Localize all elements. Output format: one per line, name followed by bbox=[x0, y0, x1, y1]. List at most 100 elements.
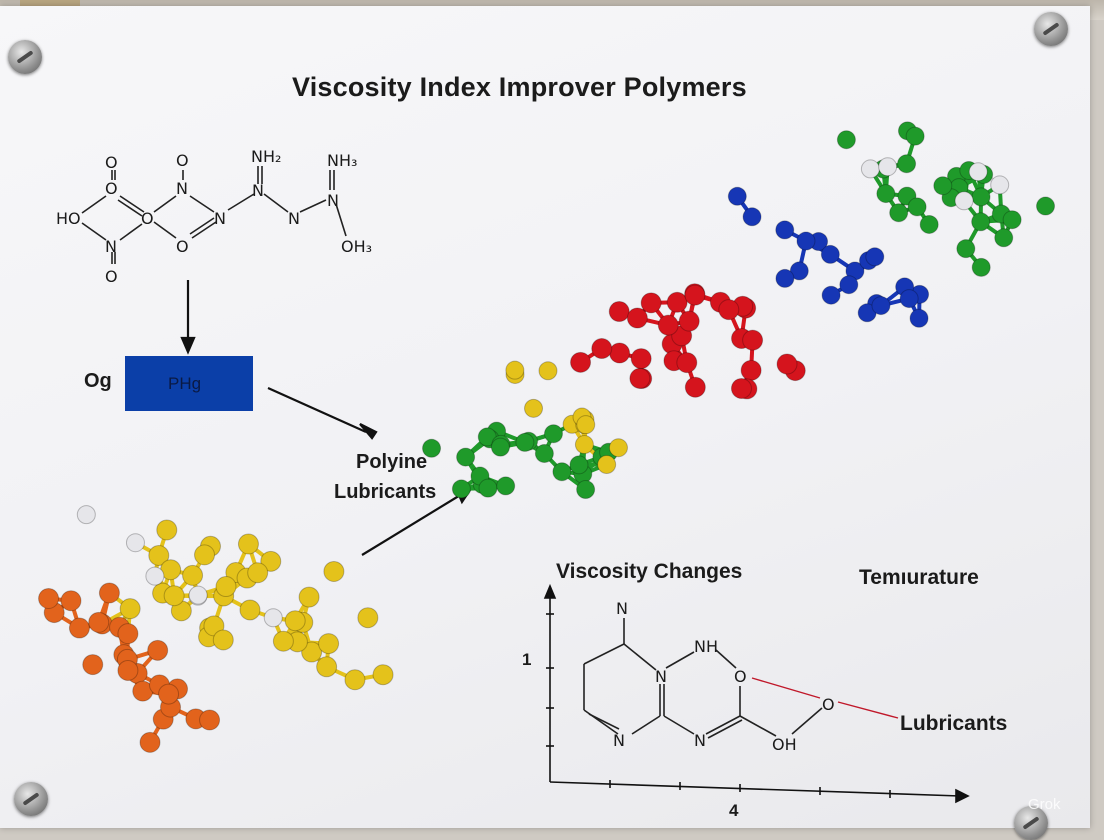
svg-text:N: N bbox=[655, 667, 667, 686]
molecule-atom bbox=[957, 240, 975, 258]
molecule-atom bbox=[200, 710, 220, 730]
molecule-atom bbox=[571, 352, 591, 372]
molecule-atom bbox=[658, 315, 678, 335]
molecule-atom bbox=[972, 258, 990, 276]
molecule-atom bbox=[777, 354, 797, 374]
svg-text:O: O bbox=[822, 695, 835, 714]
molecule-atom bbox=[120, 599, 140, 619]
molecule-atom bbox=[972, 213, 990, 231]
phg-label: PHg bbox=[168, 374, 201, 394]
polymer-model-right bbox=[423, 122, 1055, 499]
molecule-atom bbox=[516, 433, 534, 451]
molecule-atom bbox=[920, 215, 938, 233]
svg-text:NH₂: NH₂ bbox=[251, 147, 281, 166]
chart-ring-bonds bbox=[584, 618, 822, 738]
molecule-atom bbox=[837, 131, 855, 149]
molecule-atom bbox=[685, 285, 705, 305]
molecule-atom bbox=[861, 160, 879, 178]
molecule-atom bbox=[118, 660, 138, 680]
molecule-atom bbox=[195, 545, 215, 565]
molecule-atom bbox=[452, 480, 470, 498]
svg-text:N: N bbox=[616, 599, 628, 618]
svg-text:O: O bbox=[105, 153, 118, 172]
molecule-atom bbox=[99, 583, 119, 603]
chart-axes bbox=[545, 586, 968, 802]
molecule-atom bbox=[299, 587, 319, 607]
molecule-atom bbox=[743, 208, 761, 226]
flow-arrows bbox=[182, 280, 470, 555]
molecule-atom bbox=[741, 360, 761, 380]
molecule-atom bbox=[822, 286, 840, 304]
molecule-atom bbox=[991, 176, 1009, 194]
molecule-atom bbox=[148, 640, 168, 660]
polymer-model-left bbox=[39, 506, 393, 753]
svg-text:O: O bbox=[105, 267, 118, 286]
svg-text:N: N bbox=[694, 731, 706, 750]
molecule-atom bbox=[797, 232, 815, 250]
molecule-atom bbox=[216, 577, 236, 597]
molecule-atom bbox=[866, 248, 884, 266]
lubricants-label: Lubricants bbox=[334, 481, 436, 504]
molecule-atom bbox=[183, 565, 203, 585]
molecule-atom bbox=[821, 245, 839, 263]
molecule-atom bbox=[630, 368, 650, 388]
molecule-atom bbox=[83, 655, 103, 675]
molecule-atom bbox=[164, 586, 184, 606]
chart-side-label: Temıurature bbox=[859, 566, 979, 590]
molecule-atom bbox=[667, 292, 687, 312]
molecule-atom bbox=[525, 399, 543, 417]
svg-text:OH₃: OH₃ bbox=[341, 237, 372, 256]
molecule-atom bbox=[118, 624, 138, 644]
molecule-atom bbox=[677, 353, 697, 373]
chart-ring-atoms: N NH N N N O O OH bbox=[613, 599, 835, 754]
molecule-atom bbox=[570, 456, 588, 474]
molecule-atom bbox=[910, 309, 928, 327]
chart-y-tick: 1 bbox=[522, 650, 531, 670]
molecule-atom bbox=[840, 276, 858, 294]
molecule-atom bbox=[189, 586, 207, 604]
molecule-atom bbox=[898, 155, 916, 173]
molecule-atom bbox=[506, 361, 524, 379]
molecule-atom bbox=[69, 618, 89, 638]
svg-text:N: N bbox=[288, 209, 300, 228]
molecule-atom bbox=[995, 229, 1013, 247]
molecule-atom bbox=[248, 563, 268, 583]
chart-ylabel: Viscosity Changes bbox=[556, 560, 742, 584]
molecule-atom bbox=[776, 269, 794, 287]
molecule-atom bbox=[61, 591, 81, 611]
molecule-atom bbox=[908, 198, 926, 216]
molecule-atom bbox=[879, 158, 897, 176]
svg-text:N: N bbox=[613, 731, 625, 750]
molecule-atom bbox=[972, 188, 990, 206]
molecule-atom bbox=[641, 293, 661, 313]
molecule-atom bbox=[39, 588, 59, 608]
molecule-atom bbox=[213, 630, 233, 650]
molecule-atom bbox=[491, 438, 509, 456]
molecule-atom bbox=[324, 561, 344, 581]
molecule-atom bbox=[159, 684, 179, 704]
svg-text:N: N bbox=[176, 179, 188, 198]
molecule-atom bbox=[358, 608, 378, 628]
molecule-atom bbox=[1037, 197, 1055, 215]
chart-x-tick: 4 bbox=[729, 801, 738, 821]
molecule-atom bbox=[728, 187, 746, 205]
molecule-atom bbox=[577, 481, 595, 499]
svg-text:O: O bbox=[734, 667, 747, 686]
molecule-atom bbox=[77, 506, 95, 524]
molecule-atom bbox=[140, 732, 160, 752]
molecule-atom bbox=[598, 455, 616, 473]
molecule-atom bbox=[157, 520, 177, 540]
molecule-atom bbox=[610, 343, 630, 363]
molecule-atom bbox=[577, 416, 595, 434]
molecule-atom bbox=[285, 611, 305, 631]
molecule-atom bbox=[479, 479, 497, 497]
svg-text:O: O bbox=[105, 179, 118, 198]
svg-text:NH: NH bbox=[694, 637, 718, 656]
molecule-atom bbox=[731, 378, 751, 398]
svg-text:O: O bbox=[176, 151, 189, 170]
og-label: Og bbox=[84, 370, 112, 393]
molecule-atom bbox=[317, 657, 337, 677]
svg-text:N: N bbox=[252, 181, 264, 200]
chart-annotation: Lubricants bbox=[900, 712, 1007, 736]
